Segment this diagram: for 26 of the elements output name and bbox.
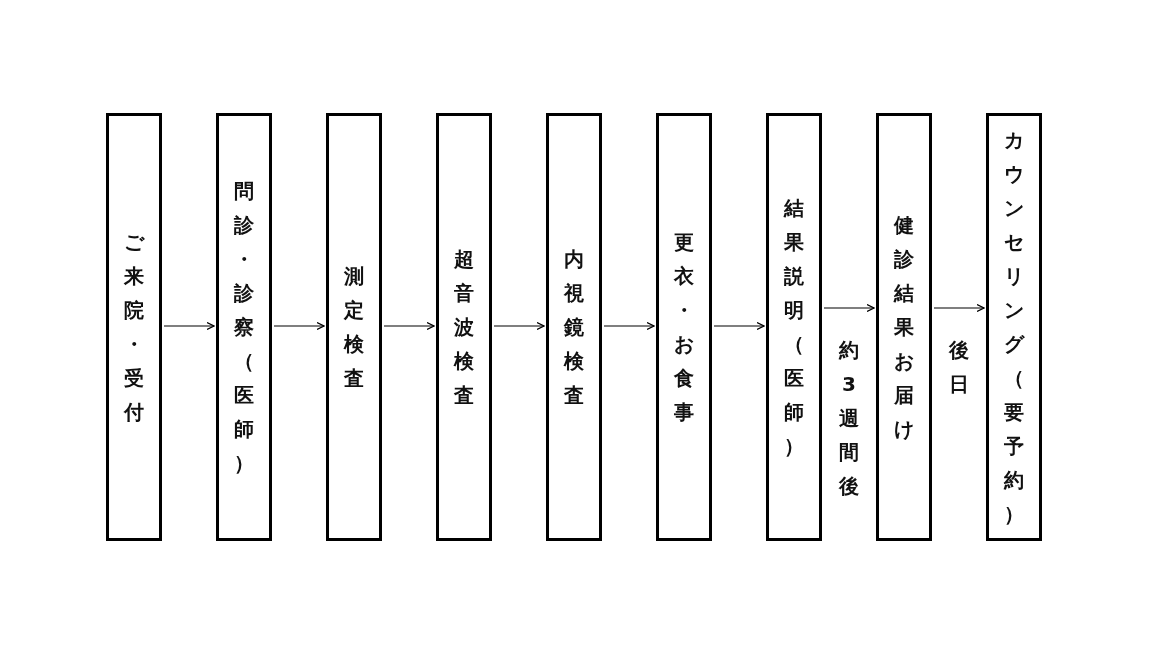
arrow [273, 321, 325, 331]
arrow [383, 321, 435, 331]
arrow [713, 321, 765, 331]
step-label: 問診・診察（医師） [234, 178, 254, 477]
process-box [986, 113, 1042, 541]
step-label: 健診結果お届け [894, 212, 914, 443]
step-label: 内視鏡検査 [564, 246, 584, 409]
arrow [933, 303, 985, 313]
step-label: カウンセリング（要予約） [1004, 127, 1024, 528]
process-box [546, 113, 602, 541]
step-label: 更衣・お食事 [674, 229, 694, 426]
process-box [326, 113, 382, 541]
step-label: 測定検査 [344, 263, 364, 392]
arrow [493, 321, 545, 331]
step-label: 超音波検査 [454, 246, 474, 409]
process-box [876, 113, 932, 541]
process-box [656, 113, 712, 541]
step-label: 結果説明（医師） [784, 195, 804, 460]
arrow [603, 321, 655, 331]
process-box [216, 113, 272, 541]
step-label: ご来院・受付 [124, 229, 144, 426]
process-box [766, 113, 822, 541]
arrow [823, 303, 875, 313]
process-box [106, 113, 162, 541]
process-box [436, 113, 492, 541]
arrow [163, 321, 215, 331]
